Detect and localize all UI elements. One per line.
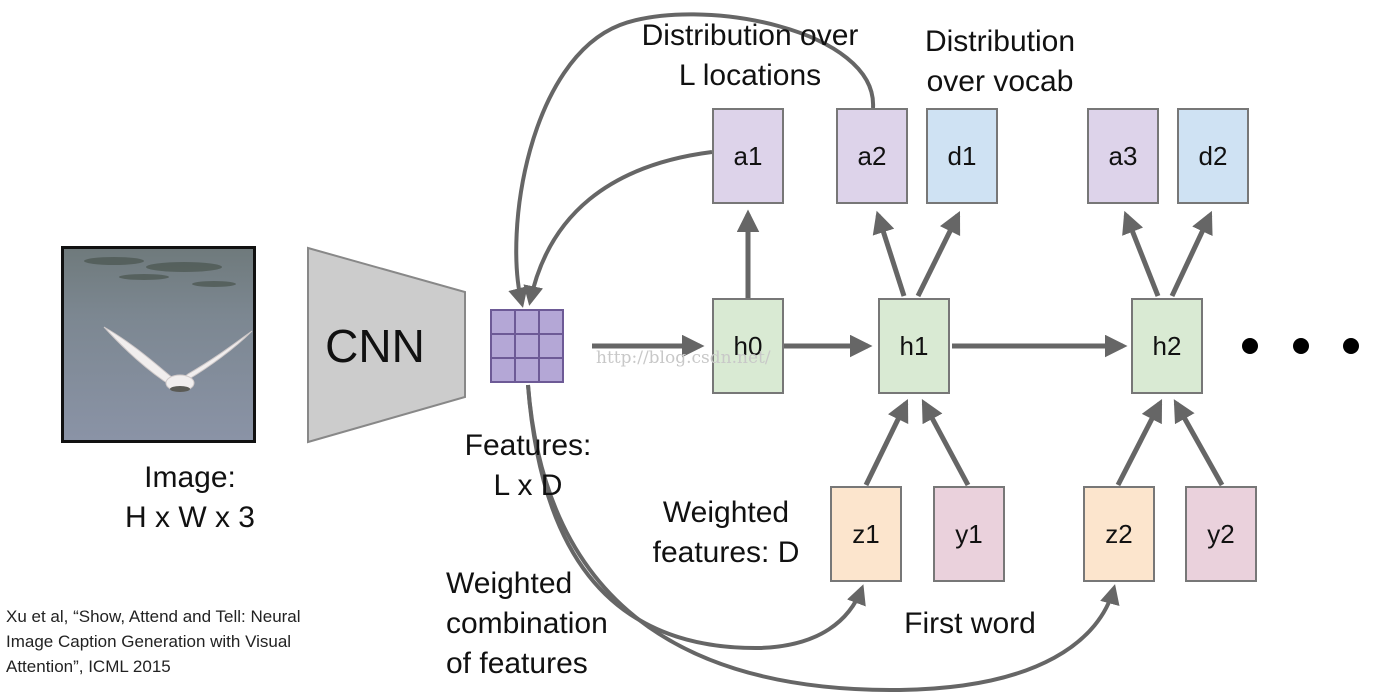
seagull-photo-icon (64, 249, 253, 440)
citation-line1: Xu et al, “Show, Attend and Tell: Neural (6, 607, 301, 626)
node-z2: z2 (1083, 486, 1155, 582)
arrow-h2-to-a3 (1122, 210, 1161, 297)
cnn-trapezoid-icon (307, 246, 466, 444)
arrow-a1-to-features (523, 150, 713, 306)
node-a1: a1 (712, 108, 784, 204)
arrow-a2-to-features (508, 12, 876, 308)
node-y1: y1 (933, 486, 1005, 582)
distribution-vocab-line2: over vocab (926, 65, 1074, 98)
image-label-line1: Image: (144, 461, 236, 494)
image-label-line2: H x W x 3 (124, 501, 255, 534)
distribution-vocab-line1: Distribution (924, 25, 1076, 58)
features-label-line1: Features: (464, 429, 592, 462)
node-a2: a2 (836, 108, 908, 204)
weighted-combination-label: Weighted combination of features (446, 564, 646, 684)
weighted-features-line1: Weighted (662, 496, 790, 529)
node-d2: d2 (1177, 108, 1249, 204)
arrow-features-to-z2 (526, 384, 1120, 693)
grid-line (538, 311, 540, 381)
grid-line (492, 357, 562, 359)
grid-line (514, 311, 516, 381)
first-word-label: First word (904, 607, 1036, 640)
arrow-h1-to-a2 (872, 210, 907, 297)
feature-grid-icon (490, 309, 564, 383)
ellipsis-dot (1293, 338, 1309, 354)
cnn-label: CNN (325, 320, 425, 372)
node-h0: h0 (712, 298, 784, 394)
distribution-locations-label: Distribution over L locations (612, 16, 888, 96)
arrow-h2-to-d2 (1169, 210, 1213, 298)
node-h1: h1 (878, 298, 950, 394)
arrow-z1-to-h1 (863, 398, 909, 487)
weighted-features-label: Weighted features: D (628, 493, 824, 573)
features-label: Features: L x D (440, 426, 616, 506)
node-z1: z1 (830, 486, 902, 582)
arrow-y2-to-h2 (1173, 399, 1225, 487)
citation-line2: Image Caption Generation with Visual (6, 632, 292, 651)
node-d1: d1 (926, 108, 998, 204)
arrow-y1-to-h1 (921, 399, 971, 487)
node-y2: y2 (1185, 486, 1257, 582)
grid-line (492, 333, 562, 335)
citation-line3: Attention”, ICML 2015 (6, 657, 171, 676)
watermark: http://blog.csdn.net/ (596, 348, 771, 368)
arrow-h1-to-d1 (915, 210, 961, 298)
node-a3: a3 (1087, 108, 1159, 204)
weighted-combination-line1: Weighted (446, 567, 573, 600)
weighted-combination-line2: combination (446, 607, 608, 640)
arrow-features-to-z1 (526, 384, 866, 651)
features-label-line2: L x D (493, 469, 563, 502)
weighted-combination-line3: of features (446, 647, 588, 680)
distribution-vocab-label: Distribution over vocab (898, 22, 1102, 102)
image-label: Image: H x W x 3 (60, 458, 320, 538)
weighted-features-line2: features: D (652, 536, 800, 569)
distribution-locations-line2: L locations (678, 59, 822, 92)
arrow-z2-to-h2 (1115, 398, 1163, 487)
ellipsis-dot (1343, 338, 1359, 354)
distribution-locations-line1: Distribution over (641, 19, 859, 52)
node-h2: h2 (1131, 298, 1203, 394)
input-image (61, 246, 256, 443)
ellipsis-dot (1242, 338, 1258, 354)
citation: Xu et al, “Show, Attend and Tell: Neural… (6, 604, 366, 679)
